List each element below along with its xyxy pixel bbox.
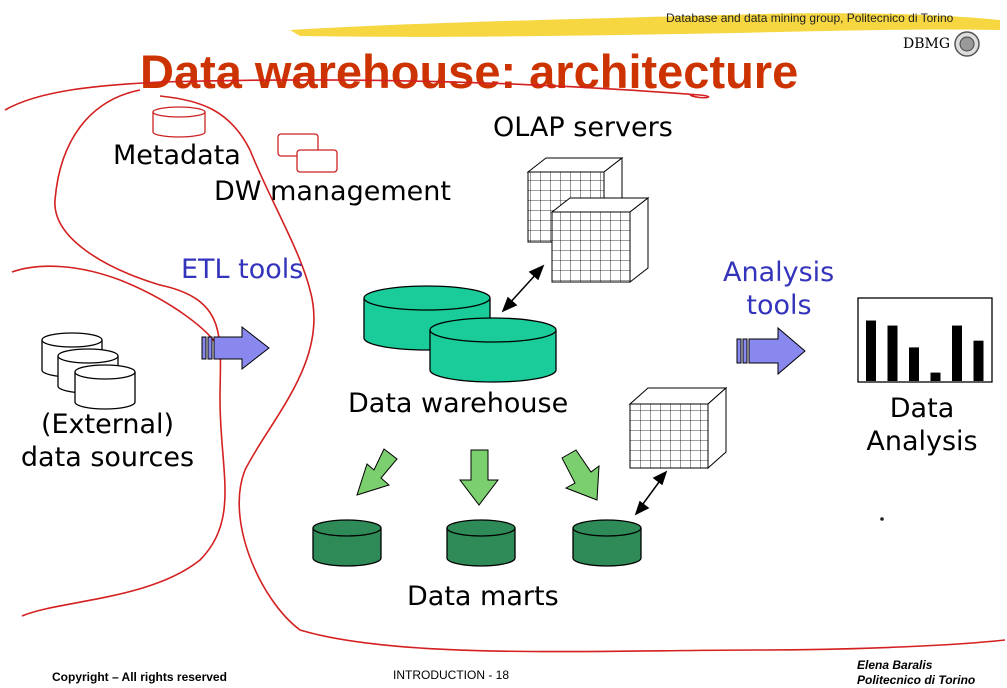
analysis-bars	[866, 320, 984, 381]
metadata-label: Metadata	[113, 140, 241, 171]
analysis-tools-label-line1: Analysis	[723, 257, 835, 288]
external-label-line2: data sources	[20, 442, 195, 473]
analysis-bar	[866, 320, 876, 381]
dw-management-label: DW management	[214, 176, 451, 207]
header-highlight	[290, 13, 1000, 37]
analysis-chart-frame	[857, 297, 993, 383]
mart-cube-double-arrow	[634, 470, 668, 516]
left-top-curve	[11, 265, 221, 351]
olap-cube-right	[628, 386, 728, 470]
logo-seal-icon	[954, 31, 980, 57]
footer-institution: Politecnico di Torino	[857, 673, 976, 687]
external-cylinders	[41, 332, 136, 410]
left-boundary	[21, 89, 226, 617]
etl-tools-label: ETL tools	[181, 254, 304, 285]
analysis-bar	[952, 325, 962, 381]
etl-arrow-icon	[201, 325, 270, 371]
analysis-tools-label-line2: tools	[746, 290, 812, 321]
olap-cube-front	[550, 196, 650, 284]
dw-management-icon	[277, 133, 338, 173]
boundary-lines	[4, 79, 1006, 653]
logo-text: DBMG	[903, 36, 951, 52]
external-label-line1: (External)	[40, 409, 175, 440]
footer-copyright: Copyright – All rights reserved	[52, 670, 227, 684]
green-arrow-right	[561, 449, 600, 501]
center-boundary	[159, 95, 1006, 653]
title-underline	[4, 79, 710, 111]
footer-author: Elena Baralis	[857, 658, 933, 672]
data-analysis-label-line2: Analysis	[866, 426, 978, 457]
header-group-text: Database and data mining group, Politecn…	[666, 11, 954, 25]
data-analysis-label-line1: Data	[889, 393, 955, 424]
olap-dw-double-arrow	[501, 264, 545, 313]
green-arrow-center	[458, 449, 500, 506]
data-marts-label: Data marts	[407, 581, 559, 612]
analysis-arrow-icon	[736, 326, 806, 376]
analysis-bar	[973, 340, 984, 381]
green-arrow-left	[356, 448, 398, 496]
data-warehouse-label: Data warehouse	[348, 388, 569, 419]
olap-servers-label: OLAP servers	[493, 112, 673, 143]
page-title: Data warehouse: architecture	[140, 45, 799, 98]
dw-cylinder-front	[429, 317, 557, 383]
metadata-cylinder-icon	[152, 106, 206, 138]
data-mart-cylinders	[312, 519, 642, 567]
analysis-bar	[887, 325, 898, 381]
analysis-bar	[930, 372, 941, 381]
dbmg-logo: DBMG	[903, 30, 983, 58]
stray-dot	[880, 517, 884, 521]
analysis-bar	[909, 347, 919, 381]
footer-slide-number: INTRODUCTION - 18	[393, 668, 510, 682]
